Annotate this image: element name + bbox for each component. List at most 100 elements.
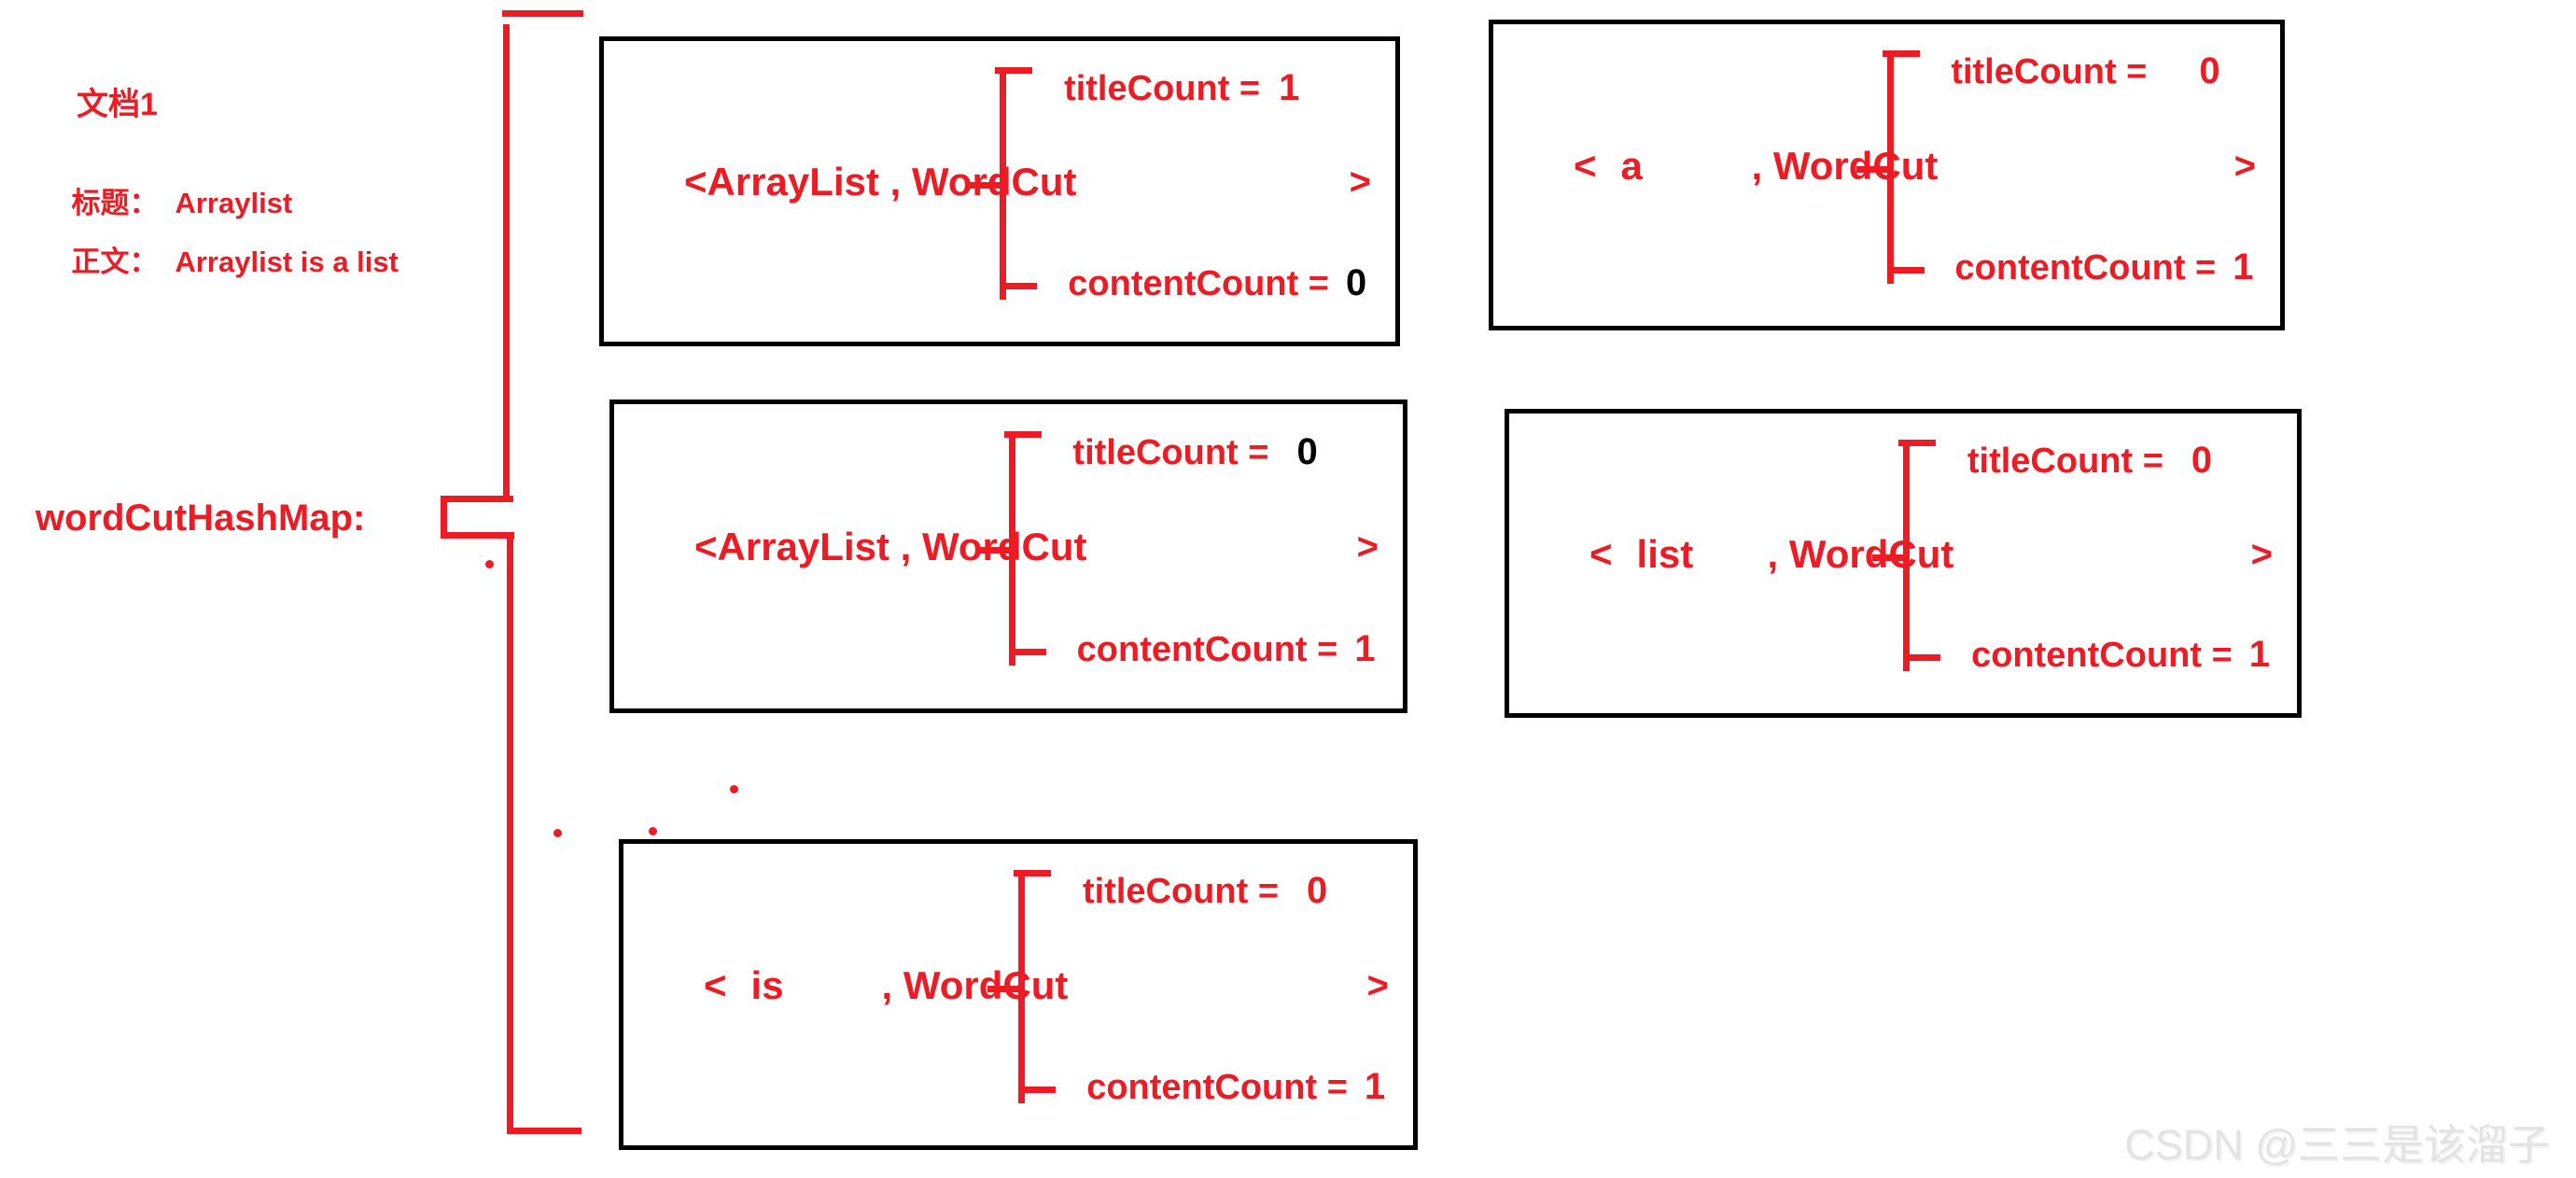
title-count-field: titleCount = 1	[1039, 54, 1299, 121]
wordcut-type-label: , WordCut	[1751, 143, 1939, 188]
bracket-vertical-line-lower	[507, 536, 513, 1134]
entry-key: a	[1620, 143, 1643, 188]
csdn-watermark: CSDN @三三是该溜子	[2124, 1121, 2550, 1169]
map-bracket-notch-top-line	[441, 496, 513, 502]
content-count-label: contentCount =	[1971, 636, 2233, 676]
wordcut-type-label: , WordCut	[881, 962, 1069, 1007]
bracket-bottom-tick-line	[510, 1128, 581, 1134]
title-count-label: titleCount =	[1951, 52, 2148, 92]
brace-line	[1000, 71, 1006, 300]
content-count-field: contentCount = 1	[1062, 1053, 1386, 1120]
document-body-row: 正文： Arraylist is a list	[39, 204, 399, 314]
content-count-field: contentCount = 1	[1930, 233, 2254, 301]
map-bracket-notch-left-line	[441, 496, 447, 539]
title-value: Arraylist	[175, 187, 293, 219]
brace-mid-dash	[987, 985, 1018, 992]
entry-key-row: < a , WordCut	[1508, 107, 1938, 225]
brace-mid-dash	[1855, 165, 1887, 173]
content-count-label: contentCount =	[1076, 630, 1338, 670]
wordcut-entry-box-is: < is , WordCut titleCount = 0 contentCount …	[619, 839, 1418, 1150]
wordcut-entry-box-list: < list , WordCut titleCount = 0 contentCoun…	[1505, 409, 2302, 718]
open-angle: <	[694, 525, 718, 569]
brace-bottom-tick	[1008, 649, 1046, 656]
wordcut-type-label: , WordCut	[900, 525, 1087, 569]
entry-key: ArrayList	[717, 525, 889, 569]
title-label: 标题：	[71, 187, 159, 219]
open-angle: <	[1589, 531, 1613, 576]
entry-key-row: < is , WordCut	[638, 927, 1068, 1045]
content-count-label: contentCount =	[1068, 264, 1329, 304]
title-count-label: titleCount =	[1082, 872, 1280, 912]
brace-bottom-tick	[1903, 654, 1940, 662]
title-count-value: 1	[1279, 66, 1300, 108]
title-count-value: 0	[2191, 439, 2213, 481]
brace-line	[1008, 434, 1015, 666]
stray-dot	[649, 827, 657, 835]
close-angle: >	[2233, 145, 2256, 187]
entry-key-row: <ArrayList , WordCut	[629, 488, 1086, 606]
bracket-vertical-line-upper	[503, 24, 510, 499]
title-count-label: titleCount =	[1967, 441, 2163, 481]
content-count-field: contentCount = 1	[1052, 615, 1376, 682]
close-angle: >	[1349, 161, 1371, 203]
brace-line	[1886, 54, 1894, 284]
content-count-value: 1	[1354, 628, 1376, 670]
brace-top-tick	[995, 67, 1032, 75]
content-count-field: contentCount = 1	[1946, 621, 2270, 688]
wordcut-entry-box-arraylist-1: <ArrayList , WordCut titleCount = 1 conte…	[599, 36, 1400, 346]
title-count-value: 0	[2199, 50, 2220, 92]
brace-top-tick	[1898, 440, 1936, 447]
wordcut-entry-box-arraylist-2: <ArrayList , WordCut titleCount = 0 conte…	[609, 400, 1407, 713]
content-count-value: 1	[1364, 1066, 1386, 1107]
content-count-value: 1	[2248, 634, 2271, 676]
brace-mid-dash	[969, 182, 1000, 189]
brace-mid-dash	[977, 547, 1009, 554]
title-count-field: titleCount = 0	[1057, 857, 1327, 924]
document-title-row: 标题： Arraylist	[39, 146, 292, 255]
brace-bottom-tick	[1886, 267, 1925, 273]
content-count-field: contentCount = 0	[1043, 249, 1367, 316]
title-count-field: titleCount = 0	[1926, 37, 2220, 105]
body-value: Arraylist is a list	[175, 245, 399, 278]
wordcut-hashmap-label: wordCutHashMap:	[35, 498, 366, 539]
open-angle: <	[704, 962, 727, 1007]
title-count-value: 0	[1307, 870, 1328, 912]
brace-bottom-tick	[1000, 283, 1037, 290]
entry-key-row: < list , WordCut	[1524, 496, 1953, 613]
wordcut-entry-box-a: < a , WordCut titleCount = 0 contentCount =…	[1489, 20, 2285, 330]
brace-line	[1903, 443, 1910, 672]
brace-top-tick	[1014, 870, 1051, 877]
wordcut-type-label: , WordCut	[889, 160, 1077, 204]
entry-key-row: <ArrayList , WordCut	[619, 123, 1076, 241]
entry-key: is	[750, 962, 784, 1007]
brace-top-tick	[1003, 430, 1042, 438]
open-angle: <	[684, 160, 707, 204]
brace-top-tick	[1882, 50, 1920, 58]
body-label: 正文：	[71, 245, 159, 278]
map-bracket-notch-bottom-line	[446, 532, 514, 539]
title-count-label: titleCount =	[1064, 68, 1261, 108]
content-count-label: contentCount =	[1954, 248, 2217, 287]
title-count-label: titleCount =	[1072, 432, 1269, 472]
close-angle: >	[1366, 964, 1389, 1006]
open-angle: <	[1574, 143, 1597, 188]
stray-dot	[553, 829, 562, 837]
title-count-value: 0	[1296, 430, 1318, 472]
content-count-label: contentCount =	[1086, 1068, 1348, 1107]
bracket-top-tick-line	[502, 10, 583, 17]
stray-dot	[485, 560, 494, 568]
document-title: 文档1	[77, 87, 158, 122]
close-angle: >	[1356, 526, 1379, 568]
entry-key: list	[1636, 531, 1694, 576]
close-angle: >	[2250, 533, 2273, 575]
wordcut-type-label: , WordCut	[1767, 531, 1954, 576]
brace-mid-dash	[1872, 554, 1903, 561]
entry-key: ArrayList	[707, 160, 879, 204]
stray-dot	[730, 785, 738, 793]
brace-line	[1018, 874, 1025, 1103]
title-count-field: titleCount = 0	[1942, 427, 2212, 494]
title-count-field: titleCount = 0	[1048, 418, 1318, 485]
content-count-value: 1	[2233, 246, 2254, 287]
content-count-value: 0	[1346, 262, 1367, 304]
